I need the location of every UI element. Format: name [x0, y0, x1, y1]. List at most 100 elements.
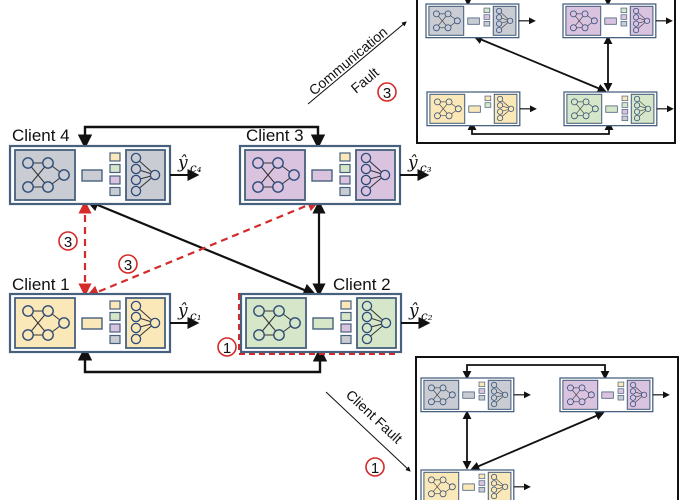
comm-inset-client-c4: [425, 3, 536, 39]
client3-label: Client 3: [246, 126, 304, 145]
latent-representation: [81, 169, 103, 182]
svg-text:1: 1: [223, 340, 231, 357]
shared-representations: [109, 300, 121, 345]
comm-inset-client-c2: [563, 91, 674, 127]
communication-fault-marker: 3: [383, 85, 391, 102]
latent-representation: [604, 17, 617, 25]
latent-representation: [311, 169, 333, 182]
encoder-network-icon: [567, 384, 595, 406]
svg-text:3: 3: [124, 257, 132, 274]
representation-client4: [617, 395, 625, 401]
latent-representation: [462, 483, 475, 491]
representation-client4: [109, 334, 121, 345]
client-fault-marker-main: 1: [217, 337, 237, 357]
head-network-icon: [361, 300, 392, 345]
representation-client3: [478, 388, 486, 394]
head-network-icon: [633, 7, 651, 34]
communication-fault-inset-clients: [425, 3, 674, 127]
communication-fault-label-line2: Fault: [348, 64, 382, 96]
representation-client3: [339, 175, 351, 185]
representation-client1: [478, 473, 486, 480]
head-network-icon: [491, 473, 509, 500]
link-c1-c2: [77, 346, 328, 374]
latent-representation: [605, 105, 618, 113]
representation-client4: [109, 186, 121, 197]
representation-client2: [109, 311, 121, 322]
comm-fault-marker-diagonal: 3: [118, 254, 138, 274]
shared-representations: [339, 152, 351, 197]
prediction-label: ŷ: [407, 153, 418, 173]
latent-representation: [81, 317, 103, 330]
comm-inset-client-c1: [426, 91, 537, 127]
fault-inset-client-c3: [559, 377, 670, 413]
head-network-icon: [496, 7, 514, 34]
representation-client4: [483, 21, 491, 27]
latent-representation: [601, 391, 614, 399]
representation-client1: [484, 95, 492, 102]
svg-text:3: 3: [64, 234, 72, 251]
representation-client4: [339, 186, 351, 197]
encoder-network-icon: [433, 10, 461, 32]
representation-client4: [620, 21, 628, 27]
prediction-label: ŷ: [408, 301, 419, 321]
representation-client3: [621, 109, 629, 115]
head-network-icon: [130, 300, 161, 345]
encoder-network-icon: [22, 305, 70, 341]
shared-representations: [478, 381, 486, 401]
client-fault-annotation: Client Fault 1: [325, 386, 411, 477]
head-network-icon: [630, 381, 648, 408]
representation-client1: [621, 95, 629, 102]
representation-client3: [617, 388, 625, 394]
latent-representation: [468, 105, 481, 113]
link-c4-c3: [77, 125, 326, 149]
representation-client4: [340, 334, 352, 345]
representation-client1: [109, 300, 121, 310]
latent-representation: [462, 391, 475, 399]
representation-client4: [621, 115, 629, 122]
encoder-network-icon: [253, 305, 301, 341]
representation-client1: [109, 152, 121, 162]
representation-client2: [483, 7, 491, 14]
faulty-link-c1-c3: [85, 198, 321, 299]
representation-client1: [478, 381, 486, 388]
client-fault-inset-clients: [420, 377, 670, 500]
fault-inset-client-c1: [420, 469, 531, 500]
prediction-subscript: c₂: [421, 309, 433, 323]
head-network-icon: [130, 152, 161, 197]
encoder-network-icon: [428, 476, 456, 498]
representation-client3: [478, 480, 486, 486]
prediction-subscript: c₄: [190, 161, 202, 175]
representation-client1: [339, 152, 351, 162]
representation-client2: [340, 311, 352, 322]
prediction-label: ŷ: [177, 301, 188, 321]
shared-representations: [620, 7, 628, 27]
representation-client4: [478, 487, 486, 493]
representation-client4: [478, 395, 486, 401]
client2-label: Client 2: [333, 275, 391, 294]
shared-representations: [483, 7, 491, 27]
representation-client2: [484, 102, 492, 108]
shared-representations: [621, 95, 629, 122]
encoder-network-icon: [570, 10, 598, 32]
representation-client3: [109, 323, 121, 333]
shared-representations: [484, 95, 492, 108]
shared-representations: [617, 381, 625, 401]
representation-client3: [483, 14, 491, 20]
representation-client3: [620, 14, 628, 20]
main-connections: [77, 125, 328, 374]
head-network-icon: [491, 381, 509, 408]
client4-label: Client 4: [12, 126, 70, 145]
encoder-network-icon: [252, 157, 300, 193]
prediction-subscript: c₃: [420, 161, 432, 175]
encoder-network-icon: [571, 98, 599, 120]
fault-inset-client-c4: [420, 377, 531, 413]
latent-representation: [467, 17, 480, 25]
representation-client2: [339, 163, 351, 174]
shared-representations: [478, 473, 486, 493]
prediction-label: ŷ: [177, 153, 188, 173]
link-c4-c2: [85, 198, 317, 297]
